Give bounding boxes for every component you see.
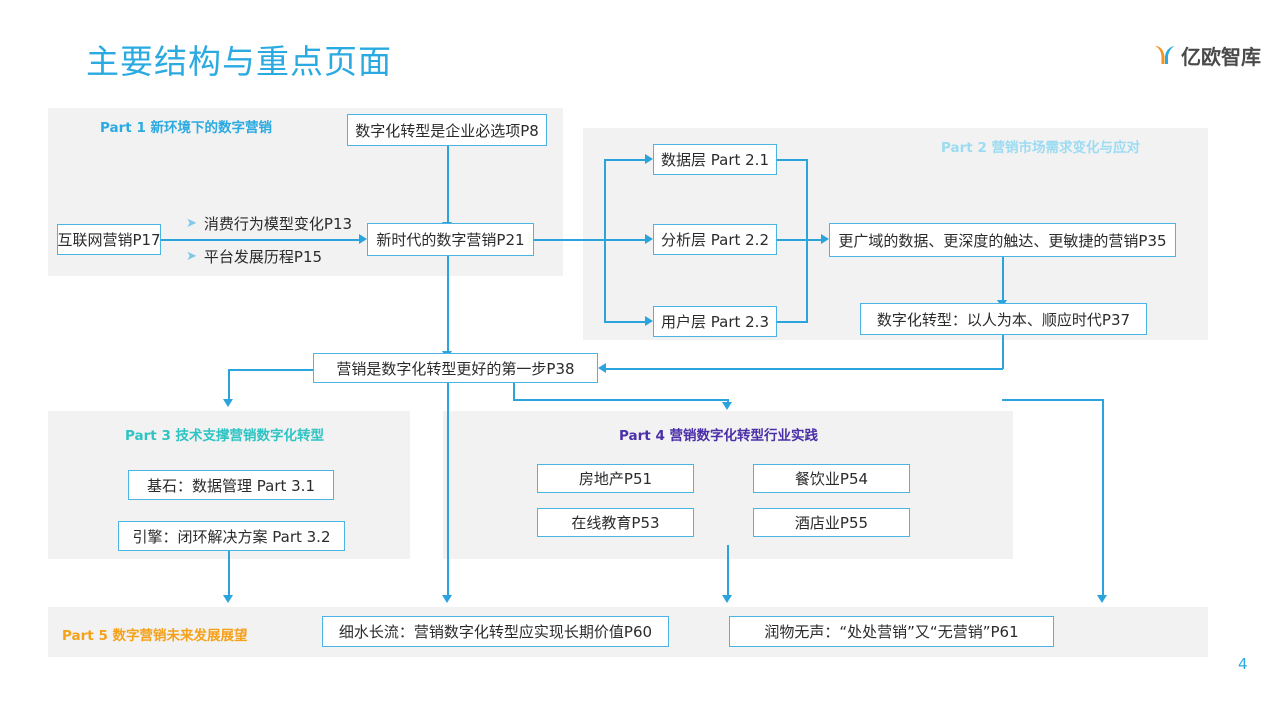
- node-data-layer[interactable]: 数据层 Part 2.1: [653, 144, 777, 175]
- panel-part2-title: Part 2 营销市场需求变化与应对: [941, 140, 1141, 156]
- arrow-p38-to-part4: [722, 402, 732, 410]
- connector-p37-down: [1002, 335, 1004, 369]
- node-internet-marketing[interactable]: 互联网营销P17: [57, 224, 161, 255]
- bullet-consumer-behavior-label: 消费行为模型变化P13: [203, 215, 353, 233]
- chevron-right-bullet-icon: ➤: [186, 216, 197, 231]
- connector-p8-to-p21: [447, 146, 449, 224]
- connector-p38-down-part4-h: [513, 399, 728, 401]
- node-real-estate[interactable]: 房地产P51: [537, 464, 694, 493]
- arrow-p38-to-part3: [223, 399, 233, 407]
- arrow-p17-to-p21: [359, 234, 367, 244]
- connector-branch-to-data-layer: [604, 159, 646, 161]
- connector-right-to-part5-h: [1002, 399, 1103, 401]
- logo-text: 亿欧智库: [1181, 44, 1261, 69]
- yiou-leaf-logo-icon: [1152, 42, 1178, 68]
- arrow-part3-to-part5: [223, 595, 233, 603]
- arrow-to-data-layer: [645, 154, 653, 164]
- connector-p38-to-part3-v: [228, 369, 230, 400]
- bullet-platform-history-label: 平台发展历程P15: [203, 248, 323, 266]
- node-wider-data[interactable]: 更广域的数据、更深度的触达、更敏捷的营销P35: [829, 223, 1176, 257]
- brand-logo: 亿欧智库: [1152, 40, 1261, 70]
- node-user-layer[interactable]: 用户层 Part 2.3: [653, 306, 777, 337]
- arrow-part4-to-part5: [722, 595, 732, 603]
- node-people-oriented[interactable]: 数字化转型：以人为本、顺应时代P37: [860, 303, 1147, 335]
- node-catering[interactable]: 餐饮业P54: [753, 464, 910, 493]
- connector-p37-to-p38: [606, 368, 1003, 370]
- page-title: 主要结构与重点页面: [86, 42, 392, 81]
- connector-right-to-part5-v: [1102, 399, 1104, 597]
- connector-data-layer-merge: [776, 159, 808, 161]
- node-digital-transform-must[interactable]: 数字化转型是企业必选项P8: [347, 114, 547, 146]
- arrow-into-p38-right: [598, 363, 606, 373]
- node-long-term-value[interactable]: 细水长流：营销数字化转型应实现长期价值P60: [322, 616, 669, 647]
- arrow-p38-to-part5: [442, 595, 452, 603]
- connector-merge-to-p35: [776, 239, 823, 241]
- connector-p38-to-part3-h: [228, 369, 314, 371]
- connector-p35-to-p37: [1002, 257, 1004, 302]
- arrow-to-user-layer: [645, 316, 653, 326]
- panel-part5-title: Part 5 数字营销未来发展展望: [62, 628, 248, 644]
- connector-branch-to-user-layer: [604, 321, 646, 323]
- panel-part4-title: Part 4 营销数字化转型行业实践: [619, 428, 819, 444]
- connector-p38-down-part4-v1: [513, 382, 515, 400]
- chevron-right-bullet-icon: ➤: [186, 249, 197, 264]
- connector-p21-to-p38: [447, 255, 449, 353]
- arrow-to-analysis-layer: [645, 234, 653, 244]
- panel-part1-title: Part 1 新环境下的数字营销: [100, 120, 273, 136]
- node-first-step[interactable]: 营销是数字化转型更好的第一步P38: [313, 353, 598, 383]
- node-analysis-layer[interactable]: 分析层 Part 2.2: [653, 224, 777, 255]
- bullet-platform-history: ➤ 平台发展历程P15: [186, 246, 322, 267]
- node-new-era-marketing[interactable]: 新时代的数字营销P21: [367, 223, 534, 256]
- arrow-to-p35: [821, 234, 829, 244]
- connector-part4-to-part5: [727, 545, 729, 597]
- connector-part3-to-part5: [228, 545, 230, 597]
- connector-user-layer-merge: [776, 321, 808, 323]
- panel-part3-title: Part 3 技术支撑营销数字化转型: [125, 428, 325, 444]
- connector-p38-down-part4-v2: [727, 399, 729, 404]
- node-silent-marketing[interactable]: 润物无声：“处处营销”又“无营销”P61: [729, 616, 1054, 647]
- connector-p21-to-branch: [534, 239, 604, 241]
- page-number: 4: [1238, 655, 1248, 673]
- arrow-right-to-part5: [1097, 595, 1107, 603]
- node-hotel[interactable]: 酒店业P55: [753, 508, 910, 537]
- node-online-education[interactable]: 在线教育P53: [537, 508, 694, 537]
- connector-p17-to-p21: [160, 239, 360, 241]
- node-closed-loop[interactable]: 引擎：闭环解决方案 Part 3.2: [118, 521, 345, 551]
- connector-branch-to-analysis-layer: [604, 239, 646, 241]
- connector-p38-to-part5: [447, 382, 449, 597]
- bullet-consumer-behavior: ➤ 消费行为模型变化P13: [186, 213, 352, 234]
- node-data-management[interactable]: 基石：数据管理 Part 3.1: [128, 470, 334, 500]
